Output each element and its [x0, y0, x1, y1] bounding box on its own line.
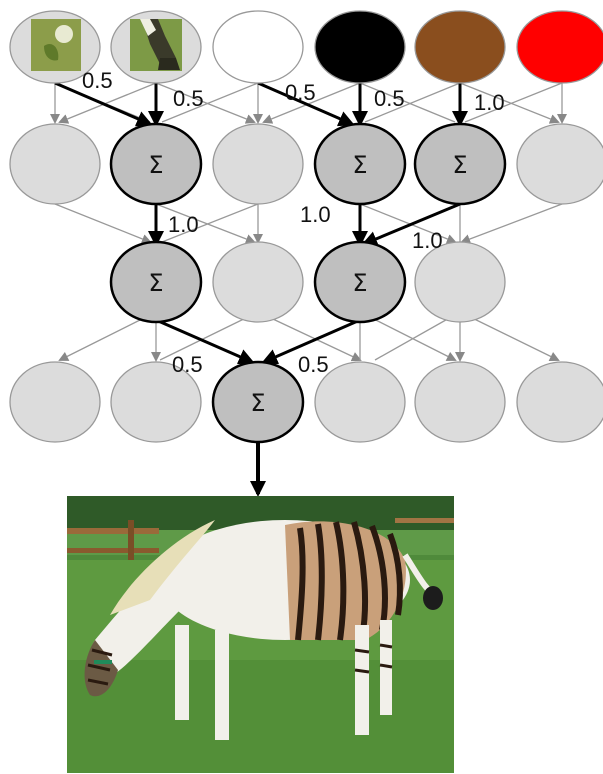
black-connections	[54, 81, 468, 497]
weight-label: 0.5	[374, 86, 405, 111]
grass-patch-icon	[31, 19, 81, 71]
input-node-grass-patch	[9, 10, 101, 84]
weight-label: 1.0	[474, 90, 505, 115]
hidden1-node-1	[9, 123, 101, 205]
weight-labels: 0.5 0.5 0.5 0.5 1.0 1.0 1.0 1.0 0.5 0.5	[82, 68, 505, 377]
input-node-white	[212, 10, 304, 84]
hidden1-node-2-sum: Σ	[109, 122, 203, 206]
input-node-red	[516, 10, 603, 84]
hidden1-node-4-sum: Σ	[313, 122, 407, 206]
sum-symbol: Σ	[352, 269, 367, 297]
output-node-6	[516, 361, 603, 443]
hidden1-node-5-sum: Σ	[413, 122, 507, 206]
input-node-black	[314, 10, 406, 84]
zebra-horse-photo	[67, 496, 454, 773]
hidden2-node-2	[212, 241, 304, 323]
sum-symbol: Σ	[148, 151, 163, 179]
output-node-4	[314, 361, 406, 443]
output-node-2	[110, 361, 202, 443]
sum-symbol: Σ	[452, 151, 467, 179]
hidden-layer-1: Σ Σ Σ	[9, 122, 603, 206]
gray-connections-layer2	[54, 203, 563, 244]
animal-patch-icon	[130, 19, 182, 71]
weight-label: 1.0	[168, 212, 199, 237]
weight-label: 1.0	[412, 228, 443, 253]
input-layer	[9, 10, 603, 84]
hidden2-node-1-sum: Σ	[109, 240, 203, 324]
input-node-brown	[414, 10, 506, 84]
output-node-5	[414, 361, 506, 443]
hidden2-node-3-sum: Σ	[313, 240, 407, 324]
weight-label: 0.5	[285, 80, 316, 105]
animal-body-shape	[84, 520, 443, 740]
weight-label: 0.5	[82, 68, 113, 93]
output-node-3-sum: Σ	[211, 360, 305, 444]
hidden-layer-2: Σ Σ	[109, 240, 506, 324]
weight-label: 0.5	[172, 352, 203, 377]
weight-label: 1.0	[300, 202, 331, 227]
input-node-animal-patch	[110, 10, 202, 84]
fence-shape	[67, 518, 454, 560]
output-layer: Σ	[9, 360, 603, 444]
weight-label: 0.5	[298, 352, 329, 377]
sum-symbol: Σ	[352, 151, 367, 179]
hidden1-node-3	[212, 123, 304, 205]
hidden1-node-6	[516, 123, 603, 205]
sum-symbol: Σ	[148, 269, 163, 297]
output-node-1	[9, 361, 101, 443]
hidden2-node-4	[414, 241, 506, 323]
weight-label: 0.5	[173, 86, 204, 111]
sum-symbol: Σ	[250, 389, 265, 417]
